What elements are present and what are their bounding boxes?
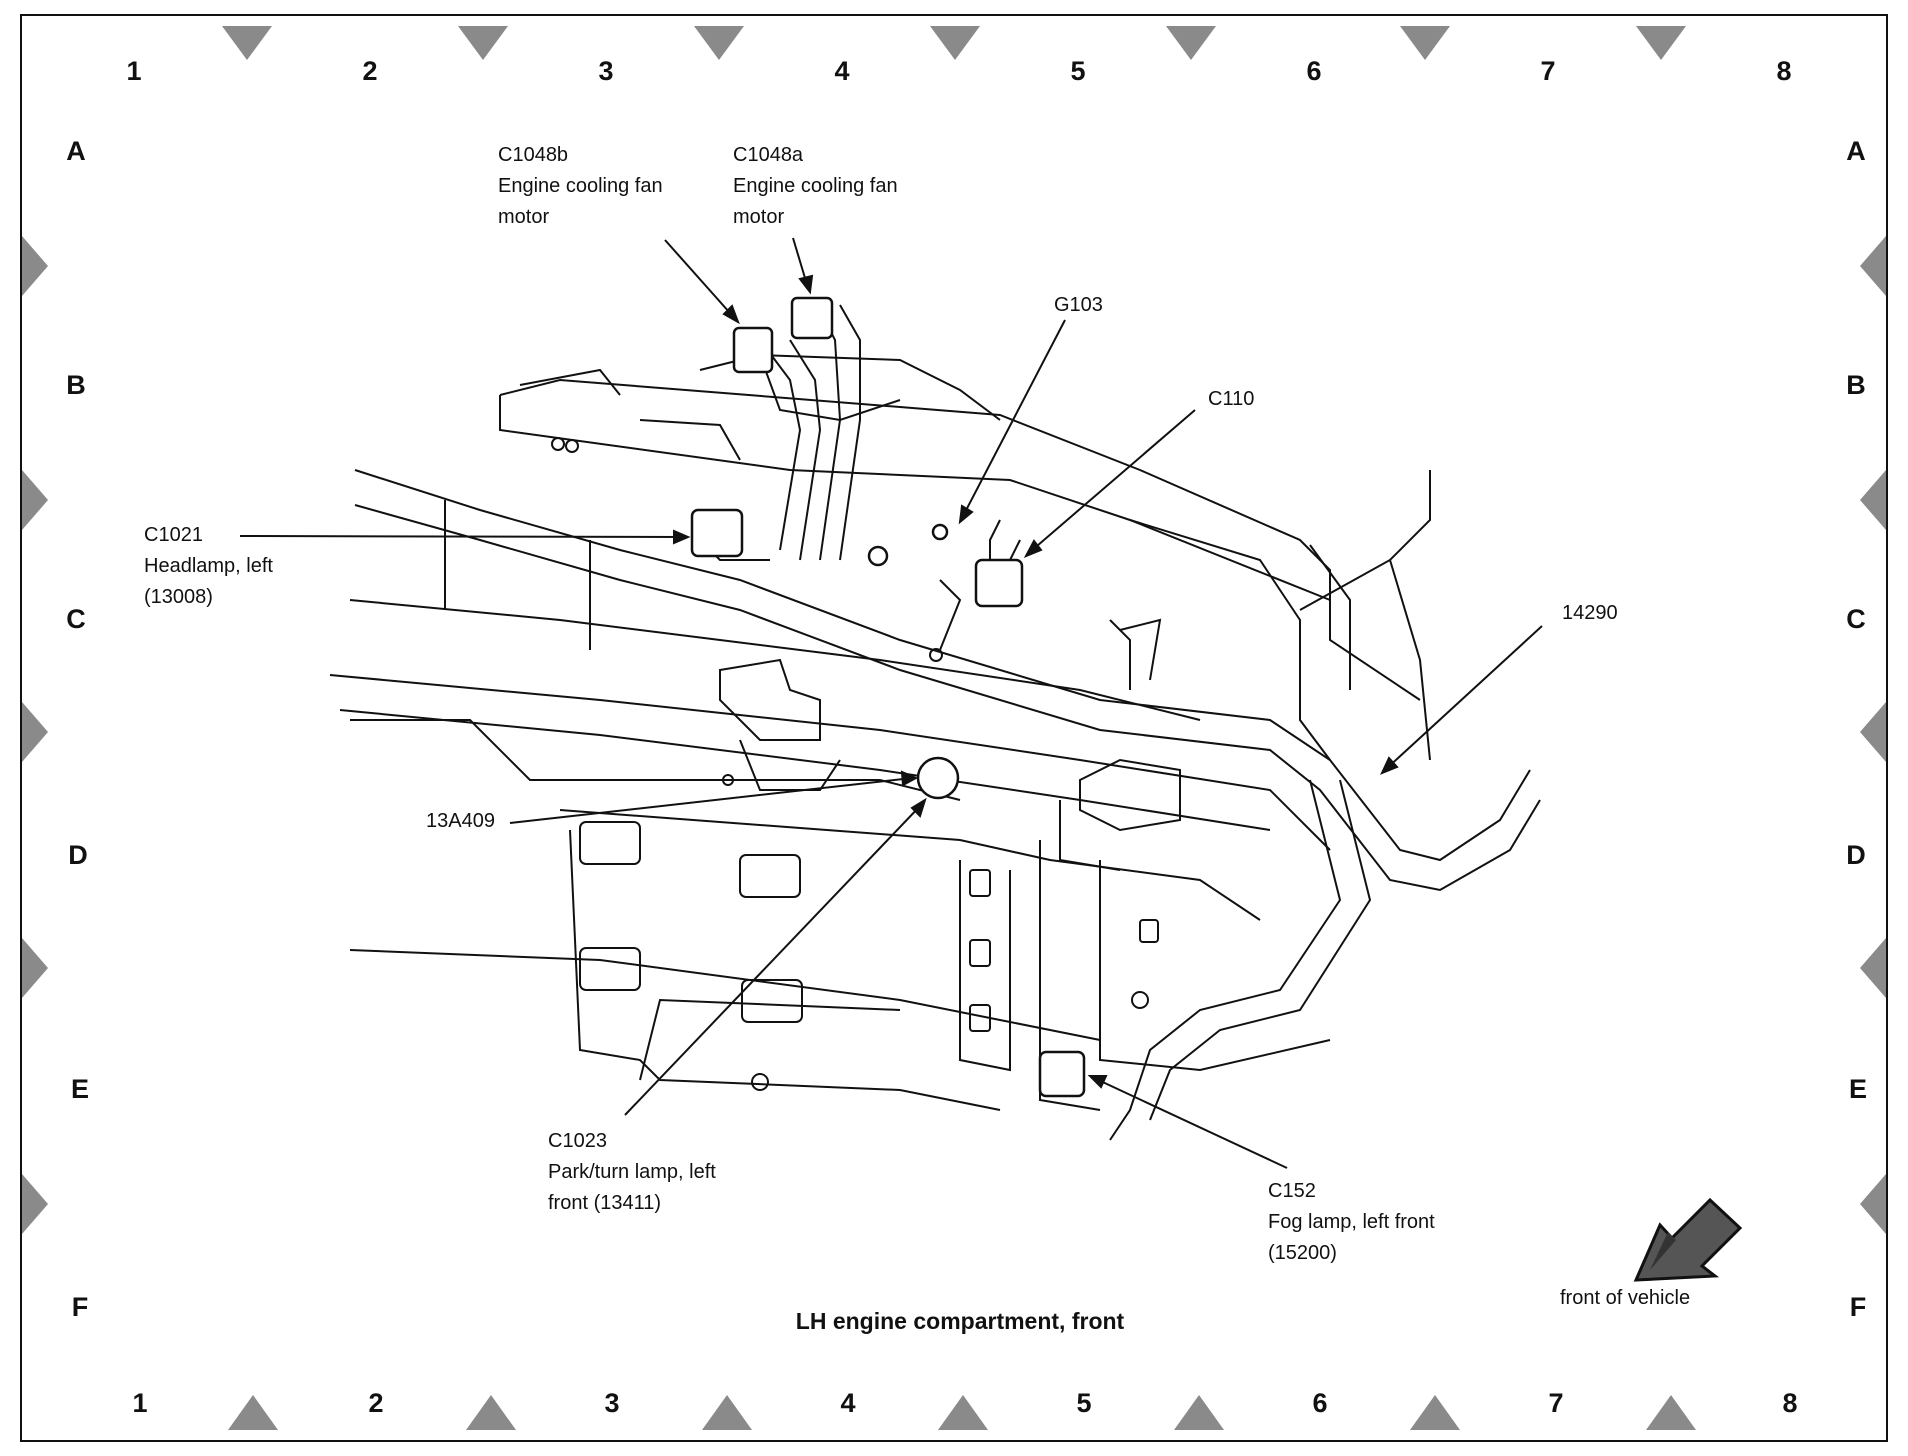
grid-row-right-f: F	[1849, 1292, 1867, 1322]
grid-row-right-e: E	[1848, 1074, 1867, 1104]
callout-c1048b-line-2: Engine cooling fan	[498, 175, 663, 197]
grid-row-right-a: A	[1846, 136, 1866, 166]
callout-c1021-line-1: C1021	[144, 524, 203, 546]
grid-col-top-7: 7	[1540, 56, 1556, 86]
diagram-title: LH engine compartment, front	[795, 1308, 1125, 1334]
callout-c1021: C1021 Headlamp, left (13008)	[144, 520, 273, 613]
callout-c1048b-line-1: C1048b	[498, 144, 569, 166]
grid-col-bottom-3: 3	[604, 1388, 620, 1418]
grid-row-left-e: E	[70, 1074, 89, 1104]
grid-row-right-c: C	[1846, 604, 1866, 634]
grid-row-left-c: C	[66, 604, 86, 634]
grid-col-top-8: 8	[1776, 56, 1792, 86]
callout-c1048a-line-3: motor	[733, 206, 785, 228]
connector-c1048b	[732, 326, 774, 374]
callout-c110-line-1: C110	[1208, 388, 1255, 410]
callout-c1048a-line-1: C1048a	[733, 144, 804, 166]
grid-row-left-a: A	[66, 136, 86, 166]
callout-13a409: 13A409	[426, 806, 495, 837]
connector-c152	[1038, 1050, 1086, 1098]
callout-c1021-line-2: Headlamp, left	[144, 555, 273, 577]
callout-c1048b: C1048b Engine cooling fan motor	[498, 140, 663, 233]
grid-col-bottom-4: 4	[840, 1388, 856, 1418]
grid-col-top-3: 3	[598, 56, 614, 86]
callout-g103-line-1: G103	[1054, 294, 1103, 316]
callout-c152-line-2: Fog lamp, left front	[1268, 1211, 1435, 1233]
grid-col-top-4: 4	[834, 56, 850, 86]
radiator-support	[329, 353, 1431, 1111]
grid-row-left-b: B	[66, 370, 86, 400]
callout-13a409-line-1: 13A409	[426, 810, 495, 832]
grid-row-left-f: F	[71, 1292, 89, 1322]
grid-row-right-b: B	[1846, 370, 1866, 400]
diagram-frame	[20, 14, 1888, 1442]
callout-c1021-line-3: (13008)	[144, 586, 213, 608]
callout-c1023-line-1: C1023	[548, 1130, 607, 1152]
connectors	[690, 296, 1086, 1098]
callout-c1023-line-3: front (13411)	[548, 1192, 662, 1214]
grid-col-bottom-8: 8	[1782, 1388, 1798, 1418]
callout-14290: 14290	[1562, 598, 1618, 629]
callout-c1023: C1023 Park/turn lamp, left front (13411)	[548, 1126, 716, 1219]
connector-c1048a	[790, 296, 834, 340]
callout-c110: C110	[1208, 384, 1254, 415]
grid-col-top-5: 5	[1070, 56, 1086, 86]
ground-g103	[931, 523, 949, 541]
front-of-vehicle-label: front of vehicle	[1560, 1287, 1691, 1309]
grid-col-top-6: 6	[1306, 56, 1322, 86]
callout-14290-line-1: 14290	[1562, 602, 1618, 624]
callout-c1023-line-2: Park/turn lamp, left	[548, 1161, 716, 1183]
grid-col-top-2: 2	[362, 56, 378, 86]
callout-c152: C152 Fog lamp, left front (15200)	[1268, 1176, 1435, 1269]
callout-c1048b-line-3: motor	[498, 206, 550, 228]
grid-col-bottom-7: 7	[1548, 1388, 1564, 1418]
grid-markers	[22, 26, 1886, 1430]
grid-col-bottom-2: 2	[368, 1388, 384, 1418]
callout-c152-line-3: (15200)	[1268, 1242, 1337, 1264]
grid-col-bottom-1: 1	[132, 1388, 148, 1418]
grommet-13a409	[916, 756, 960, 800]
leader-lines	[239, 237, 1543, 1169]
grid-row-left-d: D	[68, 840, 88, 870]
callout-g103: G103	[1054, 290, 1103, 321]
grid-col-bottom-5: 5	[1076, 1388, 1092, 1418]
callout-c152-line-1: C152	[1268, 1180, 1316, 1202]
grid-col-bottom-6: 6	[1312, 1388, 1328, 1418]
grid-row-right-d: D	[1846, 840, 1866, 870]
connector-c1021	[690, 508, 744, 558]
callout-c1048a: C1048a Engine cooling fan motor	[733, 140, 898, 233]
wiring-harness	[354, 304, 1541, 1141]
connector-c110	[974, 558, 1024, 608]
grid-col-top-1: 1	[126, 56, 142, 86]
callout-c1048a-line-2: Engine cooling fan	[733, 175, 898, 197]
front-direction-arrow	[1633, 1197, 1743, 1282]
